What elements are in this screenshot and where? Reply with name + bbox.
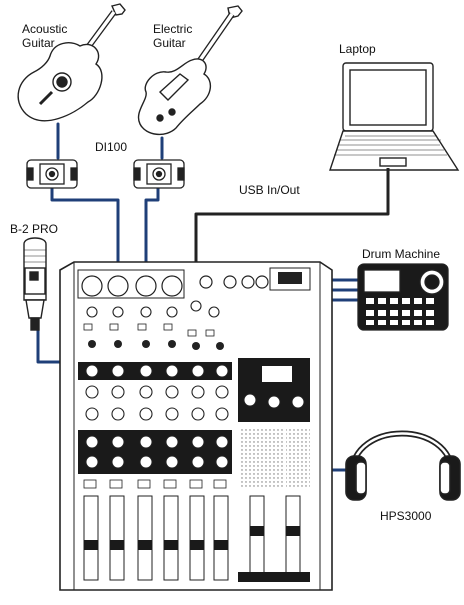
microphone-icon	[23, 237, 47, 331]
label-hps3000: HPS3000	[380, 509, 432, 523]
label-laptop: Laptop	[339, 42, 376, 56]
label-di100: DI100	[95, 140, 128, 154]
di-box-icon	[26, 159, 78, 189]
label-b2-pro: B-2 PRO	[10, 222, 59, 236]
laptop-icon	[329, 62, 460, 171]
label-usb: USB In/Out	[239, 183, 300, 197]
drum-machine-icon	[357, 263, 449, 331]
electric-guitar-icon	[137, 5, 243, 135]
label-acoustic-guitar: Acoustic Guitar	[22, 22, 68, 50]
usb-cable	[194, 168, 390, 262]
mixer-icon	[59, 261, 333, 591]
di-box-icon	[133, 159, 185, 189]
headphones-icon	[345, 430, 461, 501]
acoustic-guitar-icon	[17, 3, 126, 122]
label-drum-machine: Drum Machine	[362, 247, 441, 261]
label-electric-guitar: Electric Guitar	[153, 22, 193, 50]
